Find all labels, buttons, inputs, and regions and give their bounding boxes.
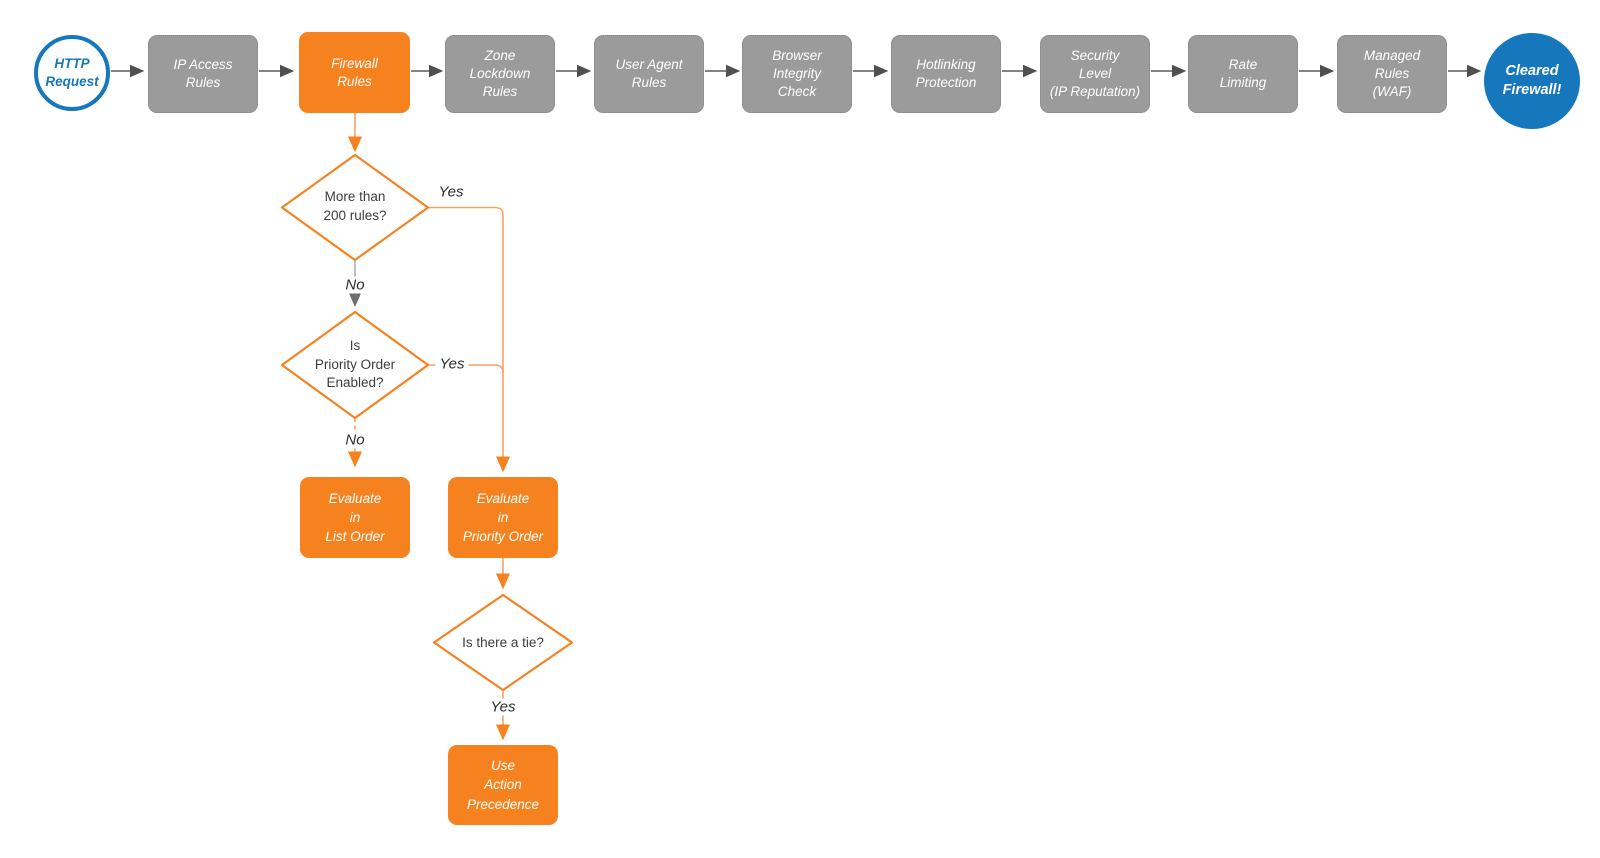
label-d2-yes: Yes (435, 355, 469, 373)
decision-priority-order-enabled-shape (280, 310, 430, 420)
stage-rate-limiting: Rate Limiting (1188, 35, 1298, 113)
stage-security-level: Security Level (IP Reputation) (1040, 35, 1150, 113)
node-label: HTTP Request (45, 56, 99, 89)
label-d3-yes: Yes (486, 698, 520, 716)
node-label: Cleared Firewall! (1502, 63, 1562, 98)
node-cleared-firewall: Cleared Firewall! (1484, 33, 1580, 129)
decision-label: More than 200 rules? (323, 189, 387, 223)
action-label: Use Action Precedence (466, 758, 540, 812)
stage-ip-access-rules: IP Access Rules (148, 35, 258, 113)
stage-label: Managed Rules (WAF) (1363, 48, 1421, 99)
stage-label: Zone Lockdown Rules (469, 48, 531, 99)
stage-label: Hotlinking Protection (915, 57, 977, 90)
edge-decision2-yes (428, 364, 504, 374)
stage-label: Rate Limiting (1219, 57, 1267, 90)
label-d2-no: No (341, 431, 369, 449)
decision-tie: Is there a tie? (433, 628, 573, 658)
stage-firewall-rules: Firewall Rules (299, 32, 410, 113)
edge-decision1-yes (428, 206, 511, 473)
decision-more-than-200-rules-shape (280, 153, 430, 262)
action-evaluate-list-order: Evaluate in List Order (300, 477, 410, 558)
decision-label: Is Priority Order Enabled? (314, 338, 396, 391)
stage-browser-integrity-check: Browser Integrity Check (742, 35, 852, 113)
action-evaluate-priority-order: Evaluate in Priority Order (448, 477, 558, 558)
stage-user-agent-rules: User Agent Rules (594, 35, 704, 113)
action-label: Evaluate in Priority Order (462, 490, 544, 545)
stage-zone-lockdown-rules: Zone Lockdown Rules (445, 35, 555, 113)
label-d1-no: No (341, 276, 369, 294)
stage-label: User Agent Rules (615, 57, 683, 90)
stage-hotlinking-protection: Hotlinking Protection (891, 35, 1001, 113)
stage-managed-rules-waf: Managed Rules (WAF) (1337, 35, 1447, 113)
decision-priority-order-enabled: Is Priority Order Enabled? (285, 334, 425, 396)
stage-label: IP Access Rules (173, 57, 233, 90)
action-label: Evaluate in List Order (325, 490, 385, 545)
stage-label: Browser Integrity Check (772, 48, 822, 99)
decision-label: Is there a tie? (462, 634, 544, 650)
action-use-action-precedence: Use Action Precedence (448, 745, 558, 825)
node-http-request: HTTP Request (34, 35, 110, 111)
stage-label: Security Level (IP Reputation) (1049, 48, 1141, 99)
label-d1-yes: Yes (438, 183, 464, 201)
decision-more-than-200-rules: More than 200 rules? (285, 177, 425, 237)
stage-label: Firewall Rules (331, 55, 378, 89)
decision-tie-shape (432, 593, 574, 692)
